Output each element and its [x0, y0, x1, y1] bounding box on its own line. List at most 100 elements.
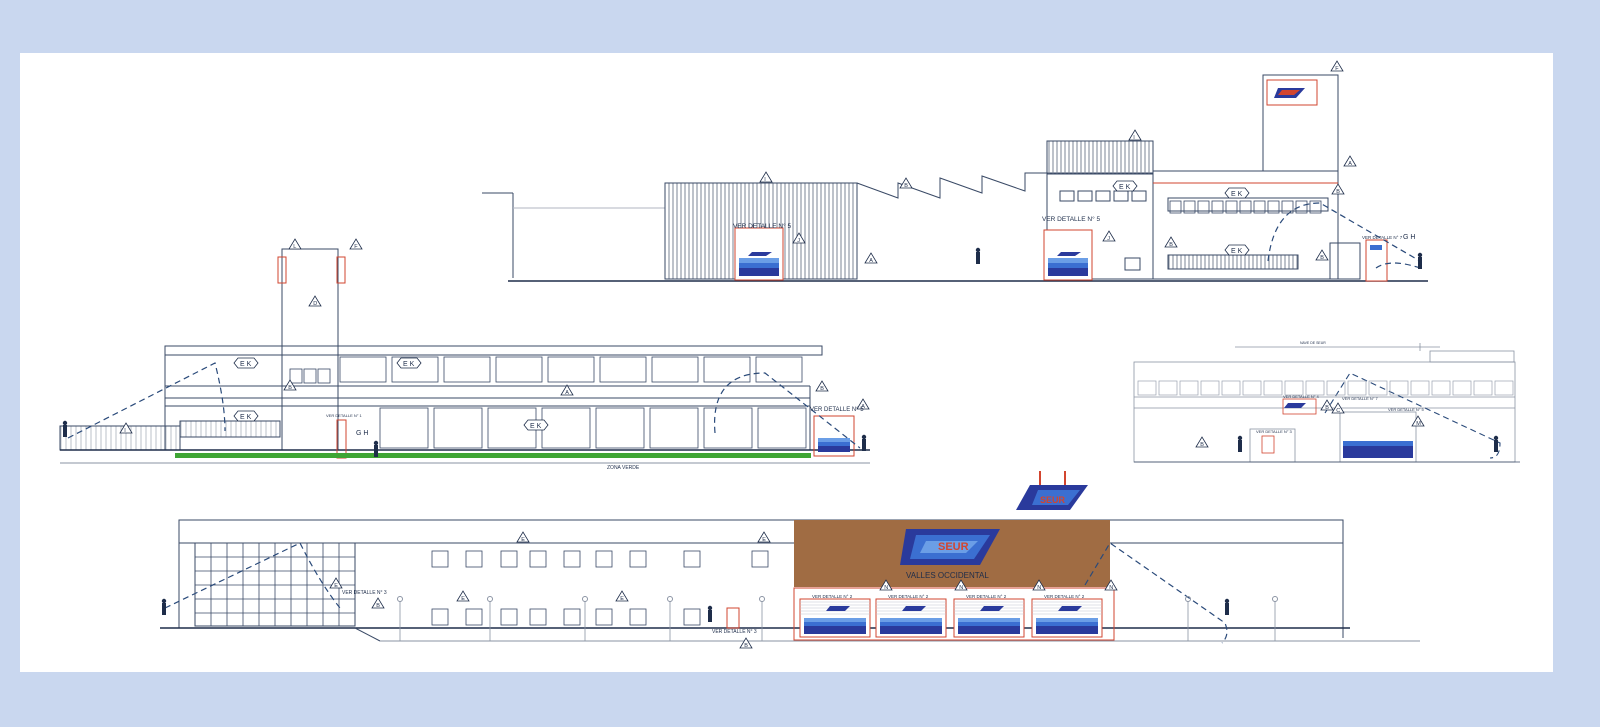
window — [1281, 200, 1294, 214]
callout-marker: B — [1195, 436, 1209, 448]
callout-marker: F — [1330, 60, 1344, 72]
window — [1473, 380, 1493, 396]
person-icon — [861, 434, 867, 451]
ek-tag: E K — [396, 357, 422, 369]
sign-seur-text: SEUR — [938, 541, 969, 553]
window — [1431, 380, 1451, 396]
callout-marker: B — [815, 380, 829, 392]
window — [433, 407, 483, 449]
callout-marker: D — [308, 295, 322, 307]
window — [431, 608, 449, 626]
callout-marker: J — [1102, 230, 1116, 242]
window — [683, 550, 701, 568]
window — [599, 356, 647, 383]
callout-marker: I — [759, 171, 773, 183]
window — [563, 608, 581, 626]
window — [1263, 380, 1283, 396]
label-ver-detalle-left: VER DETALLE N° 5 — [810, 407, 864, 413]
label-ver-detalle-3-right: VER DETALLE N° 3 — [1256, 429, 1293, 434]
window — [1452, 380, 1472, 396]
dock-door — [799, 598, 871, 638]
person-icon — [707, 605, 713, 622]
person-icon — [975, 247, 981, 264]
marker-letter: J — [797, 238, 800, 244]
lamp-post-icon — [667, 596, 673, 641]
marker-letter: I — [1133, 135, 1135, 141]
label-ver-detalle-7-top: VER DETALLE N° 7 — [1362, 235, 1403, 240]
sign-panel-base — [793, 587, 1115, 641]
lamp-post-icon — [1272, 596, 1278, 641]
callout-marker: A — [1343, 155, 1357, 167]
window — [391, 356, 439, 383]
window — [1169, 200, 1182, 214]
window — [1253, 200, 1266, 214]
sawtooth-roof — [856, 172, 1047, 199]
person-icon — [1224, 598, 1230, 615]
sign-valles-occidental: VALLES OCCIDENTAL — [906, 571, 989, 580]
bottom-logos — [900, 471, 1088, 565]
ek-tag: E K — [233, 410, 259, 422]
callout-marker: B — [1164, 236, 1178, 248]
marker-letter: N — [1109, 585, 1113, 591]
callout-marker: N — [879, 579, 893, 591]
marker-letter: B — [1336, 189, 1340, 195]
window — [1239, 200, 1252, 214]
window — [339, 356, 387, 383]
marker-letter: D — [313, 301, 317, 307]
marker-letter: E — [762, 537, 766, 543]
marker-letter: A — [861, 404, 865, 410]
callout-marker: A — [560, 384, 574, 396]
person-icon — [373, 440, 379, 457]
callout-marker: B — [1320, 399, 1334, 411]
callout-marker: L — [288, 238, 302, 250]
marker-letter: I — [124, 428, 126, 434]
loading-dock-doors — [799, 598, 1103, 638]
curtain-grid — [195, 543, 355, 626]
callout-marker: N — [1032, 579, 1046, 591]
marker-letter: B — [904, 183, 908, 189]
window — [1295, 200, 1308, 214]
callout-marker: B — [1331, 183, 1345, 195]
window — [703, 356, 751, 383]
window — [1347, 380, 1367, 396]
callout-marker: E — [516, 531, 530, 543]
window — [379, 407, 429, 449]
ek-text: E K — [240, 361, 252, 368]
marker-letter: B — [1169, 242, 1173, 248]
marker-letter: L — [293, 244, 296, 250]
marker-letter: B — [1320, 255, 1324, 261]
marker-letter: J — [1107, 236, 1110, 242]
ek-text: E K — [1231, 191, 1243, 198]
marker-letter: E — [620, 596, 624, 602]
marker-letter: B — [376, 603, 380, 609]
ek-text: E K — [530, 423, 542, 430]
label-zona-verde: ZONA VERDE — [607, 465, 640, 471]
label-ver-detalle-5-right: VER DETALLE N° 5 — [1388, 407, 1425, 412]
window — [1200, 380, 1220, 396]
callout-marker: F — [349, 238, 363, 250]
label-ver-detalle-top-2: VER DETALLE N° 5 — [1042, 215, 1100, 223]
window — [595, 550, 613, 568]
window — [755, 356, 803, 383]
door-detail-5-c — [813, 415, 855, 457]
window — [289, 368, 303, 384]
marker-letter: N — [884, 585, 888, 591]
callout-marker: B — [739, 637, 753, 649]
marker-letter: M — [1416, 421, 1421, 427]
window — [1267, 200, 1280, 214]
label-ver-detalle-4-right: VER DETALLE N° 4 — [1283, 394, 1320, 399]
zona-verde-strip — [175, 453, 811, 458]
window — [317, 368, 331, 384]
dock-door — [1031, 598, 1103, 638]
callout-marker: N — [1104, 579, 1118, 591]
logo-sign-right — [1282, 398, 1317, 415]
callout-marker: I — [1128, 129, 1142, 141]
window — [303, 368, 317, 384]
right-stripes — [1284, 403, 1413, 458]
callout-marker: J — [792, 232, 806, 244]
marker-letter: B — [288, 385, 292, 391]
ek-text: E K — [1231, 248, 1243, 255]
ek-text: E K — [403, 361, 415, 368]
window — [649, 407, 699, 449]
